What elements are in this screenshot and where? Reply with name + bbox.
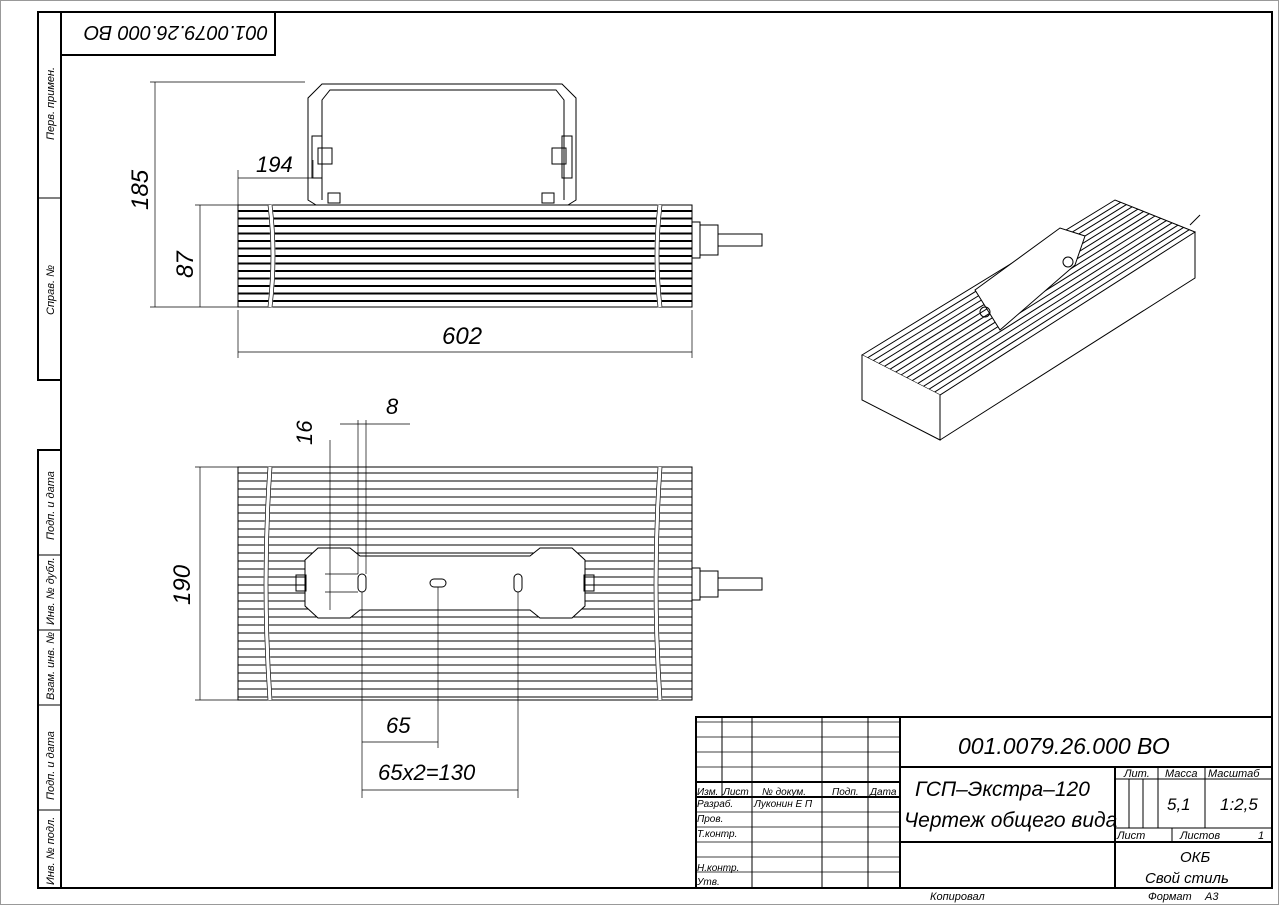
org-name-2: Свой стиль — [1145, 870, 1229, 887]
strip-label: Подп. и дата — [45, 731, 57, 800]
heatsink-fin — [923, 224, 1179, 387]
heatsink-fin — [911, 220, 1167, 382]
header-izm: Изм. — [697, 787, 718, 798]
header-sign: Подп. — [832, 787, 859, 798]
title-number: 001.0079.26.000 ВО — [958, 733, 1170, 759]
dim-16: 16 — [292, 420, 317, 445]
heatsink-fin — [928, 227, 1184, 390]
bottom-view: 190 8 16 65 65х2=130 — [169, 394, 763, 798]
lit-label: Лит. — [1123, 768, 1150, 780]
dim-8: 8 — [386, 394, 399, 419]
heatsink-fin — [917, 222, 1173, 384]
document-type: Чертеж общего вида — [904, 809, 1117, 832]
sheet-label: Лист — [1116, 830, 1145, 842]
dim-185: 185 — [127, 169, 154, 210]
rotated-stamp: 001.0079.26.000 ВО — [60, 11, 276, 56]
org-name: ОКБ — [1180, 849, 1211, 866]
strip-label: Взам. инв. № — [45, 632, 57, 700]
mass-label: Масса — [1165, 768, 1198, 780]
strip-label: Подп. и дата — [45, 471, 57, 540]
sheets-label: Листов — [1179, 830, 1220, 842]
heatsink-fin — [934, 229, 1190, 393]
header-list: Лист — [722, 787, 749, 798]
developer-name: Луконин Е П — [753, 799, 813, 810]
strip-label: Инв. № подл. — [45, 817, 57, 885]
dim-87: 87 — [172, 250, 199, 278]
strip-label: Справ. № — [45, 265, 57, 315]
side-strip: Перв. примен. Справ. № Подп. и дата Инв.… — [37, 11, 62, 889]
dim-194: 194 — [256, 152, 293, 177]
front-view: 185 87 602 194 — [127, 81, 763, 358]
strip-label: Перв. примен. — [45, 67, 57, 140]
role-label: Т.контр. — [697, 829, 737, 840]
dim-65: 65 — [386, 713, 411, 738]
role-label: Н.контр. — [697, 863, 739, 874]
header-date: Дата — [869, 787, 897, 798]
dim-190: 190 — [169, 564, 196, 605]
scale-value: 1:2,5 — [1220, 795, 1258, 814]
product-name: ГСП–Экстра–120 — [915, 778, 1090, 801]
header-doc: № докум. — [762, 787, 806, 798]
stamp-number: 001.0079.26.000 ВО — [84, 21, 268, 43]
sheets-value: 1 — [1258, 830, 1264, 842]
copied-label: Копировал — [930, 891, 985, 903]
dim-602: 602 — [442, 323, 482, 350]
mass-value: 5,1 — [1167, 795, 1191, 814]
role-label: Утв. — [696, 877, 720, 888]
role-label: Пров. — [697, 814, 723, 825]
strip-label: Инв. № дубл. — [45, 557, 57, 625]
isometric-view — [860, 199, 1201, 441]
scale-label: Масштаб — [1208, 768, 1260, 780]
format-label: Формат — [1148, 891, 1192, 903]
title-block: 001.0079.26.000 ВО Изм. Лист № докум. По… — [695, 716, 1273, 889]
format-value: А3 — [1204, 891, 1219, 903]
role-label: Разраб. — [697, 798, 733, 810]
dim-130: 65х2=130 — [378, 760, 476, 785]
